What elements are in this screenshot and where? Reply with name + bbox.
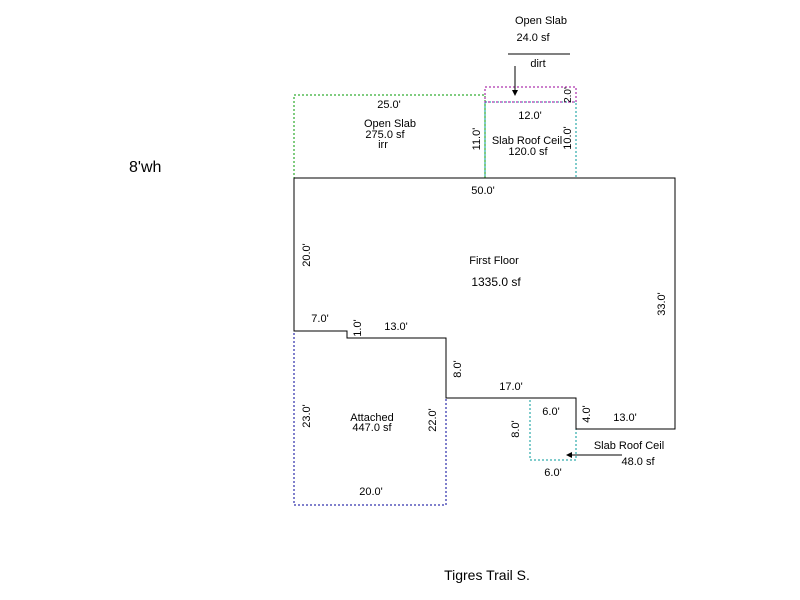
- step-1-dimension: 1.0': [352, 319, 364, 336]
- bottom-right-13: 13.0': [613, 412, 637, 424]
- open-slab-left-width: 25.0': [377, 99, 401, 111]
- bottom-notch-8: 8.0': [510, 420, 522, 437]
- main-left-upper-dimension: 20.0': [301, 243, 313, 267]
- attached-area: 447.0 sf: [352, 422, 392, 434]
- first-floor-label: First Floor: [469, 255, 519, 267]
- step-17-dimension: 17.0': [499, 381, 523, 393]
- bottom-notch-6-top: 6.0': [542, 406, 559, 418]
- slab-roof-top-width: 12.0': [518, 110, 542, 122]
- main-right-dimension: 33.0': [656, 292, 668, 316]
- bottom-notch-4: 4.0': [581, 405, 593, 422]
- annotation-arrowhead-bottom: [566, 452, 572, 458]
- open-slab-left-note: irr: [378, 139, 388, 151]
- slab-roof-top-height: 10.0': [562, 126, 574, 150]
- open-slab-top-note: dirt: [530, 58, 545, 70]
- attached-right-dimension: 22.0': [427, 408, 439, 432]
- step-7-dimension: 7.0': [311, 313, 328, 325]
- slab-roof-bottom-label: Slab Roof Ceil: [594, 440, 664, 452]
- open-slab-left-height: 11.0': [471, 128, 483, 151]
- slab-roof-bottom-outline: [529, 397, 577, 461]
- step-8-dimension: 8.0': [452, 360, 464, 377]
- open-slab-left-area: 275.0 sf: [365, 129, 405, 141]
- slab-roof-top-area: 120.0 sf: [508, 146, 548, 158]
- slab-roof-bottom-area: 48.0 sf: [621, 456, 655, 468]
- first-floor-area: 1335.0 sf: [471, 275, 521, 289]
- step-13-dimension: 13.0': [384, 321, 408, 333]
- attached-label: Attached: [350, 412, 393, 424]
- first-floor-outline: [293, 177, 676, 430]
- bottom-notch-6-bottom: 6.0': [544, 467, 561, 479]
- open-slab-top-outline: [484, 86, 577, 103]
- annotation-arrowhead-top: [512, 90, 518, 96]
- page-note: 8'wh: [129, 159, 161, 176]
- open-slab-top-label: Open Slab: [515, 15, 567, 27]
- open-slab-top-area: 24.0 sf: [516, 32, 550, 44]
- main-top-dimension: 50.0': [471, 185, 495, 197]
- street-name: Tigres Trail S.: [444, 567, 530, 583]
- slab-roof-top-label: Slab Roof Ceil: [492, 135, 562, 147]
- open-slab-top-height: 2.0': [563, 87, 574, 103]
- attached-left-dimension: 23.0': [301, 404, 313, 428]
- open-slab-left-label: Open Slab: [364, 118, 416, 130]
- attached-bottom-dimension: 20.0': [359, 486, 383, 498]
